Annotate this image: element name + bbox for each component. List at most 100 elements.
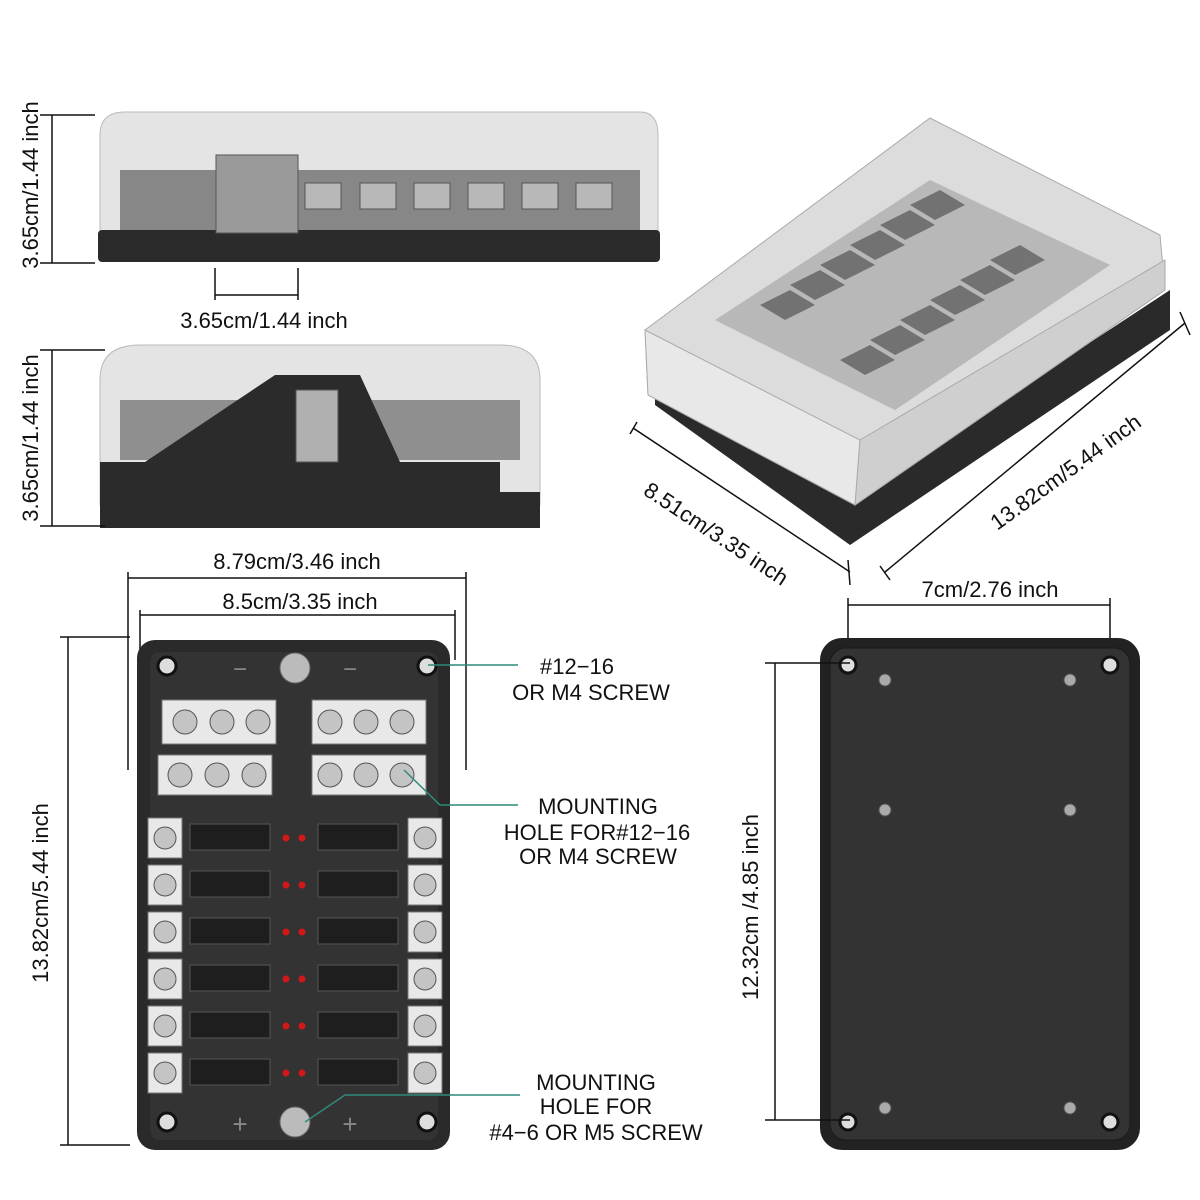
- dim-line: [632, 427, 851, 573]
- bus-screw: [389, 762, 415, 788]
- dim-line: [1179, 311, 1191, 336]
- led-indicator: [282, 881, 290, 889]
- terminal-screw: [153, 1061, 177, 1085]
- fuse-slot: [189, 823, 271, 851]
- fuse-slot: [317, 1011, 399, 1039]
- led-indicator: [298, 1069, 306, 1077]
- terminal-screw: [153, 1014, 177, 1038]
- led-indicator: [298, 1022, 306, 1030]
- callout-leader: [304, 1094, 520, 1123]
- dim-line: [629, 421, 638, 435]
- led-indicator: [282, 928, 290, 936]
- iso-fuse-slot: [880, 210, 935, 240]
- hole-spacing-width-label: 7cm/2.76 inch: [922, 577, 1059, 602]
- fuse-slot: [189, 917, 271, 945]
- terminal-screw: [413, 826, 437, 850]
- callout-top-hole-line1: #12−16: [540, 654, 614, 679]
- bus-screw: [389, 709, 415, 735]
- callout-leader: [403, 769, 518, 806]
- positive-stud: [279, 1106, 311, 1138]
- bus-screw: [353, 709, 379, 735]
- inner-width-label: 8.5cm/3.35 inch: [222, 589, 377, 614]
- isometric-view: [644, 117, 1170, 545]
- bus-screw: [317, 709, 343, 735]
- led-indicator: [298, 881, 306, 889]
- callout-top-hole-line2: OR M4 SCREW: [512, 680, 670, 705]
- mounting-hole: [1100, 655, 1120, 675]
- fuse-slot: [189, 964, 271, 992]
- bus-screw: [241, 762, 267, 788]
- callout-middle-hole-line2: HOLE FOR#12−16: [504, 820, 690, 845]
- iso-fuse-slot: [870, 325, 925, 355]
- fuse-slot: [317, 823, 399, 851]
- mounting-hole: [838, 655, 858, 675]
- fuse-slot: [317, 1058, 399, 1086]
- iso-fuse-slot: [990, 245, 1045, 275]
- iso-fuse-slot: [840, 345, 895, 375]
- terminal-screw: [413, 1014, 437, 1038]
- terminal-screw: [413, 1061, 437, 1085]
- bus-screw: [317, 762, 343, 788]
- iso-fuse-slot: [930, 285, 985, 315]
- fuse-slot: [317, 917, 399, 945]
- callout-middle-hole-line3: OR M4 SCREW: [519, 844, 677, 869]
- side-height-label-1: 3.65cm/1.44 inch: [18, 101, 43, 269]
- terminal-screw: [413, 873, 437, 897]
- iso-fuse-slot: [790, 270, 845, 300]
- negative-symbol: −: [343, 656, 357, 683]
- terminal-screw: [413, 920, 437, 944]
- fuse-slot: [317, 964, 399, 992]
- bracket-width-label: 3.65cm/1.44 inch: [180, 308, 348, 333]
- mounting-hole: [1100, 1112, 1120, 1132]
- mounting-hole: [416, 655, 438, 677]
- led-indicator: [298, 975, 306, 983]
- led-indicator: [282, 1069, 290, 1077]
- dim-line: [847, 559, 851, 586]
- fuse-slot: [189, 1011, 271, 1039]
- iso-width-label: 8.51cm/3.35 inch: [639, 477, 793, 590]
- led-indicator: [298, 928, 306, 936]
- terminal-screw: [153, 873, 177, 897]
- positive-symbol: +: [342, 1109, 357, 1139]
- bus-screw: [172, 709, 198, 735]
- terminal-screw: [153, 967, 177, 991]
- led-indicator: [298, 834, 306, 842]
- iso-fuse-slot: [820, 250, 875, 280]
- led-indicator: [282, 975, 290, 983]
- hole-spacing-length-label: 12.32cm /4.85 inch: [738, 814, 763, 1000]
- terminal-screw: [153, 920, 177, 944]
- iso-fuse-slot: [900, 305, 955, 335]
- dim-line: [884, 322, 1186, 573]
- bus-screw: [245, 709, 271, 735]
- led-indicator: [282, 834, 290, 842]
- iso-fuse-slot: [850, 230, 905, 260]
- callout-bottom-hole-line1: MOUNTING: [536, 1070, 656, 1095]
- front-view-panel: − − + +: [137, 640, 450, 1150]
- fuse-slot: [189, 1058, 271, 1086]
- mounting-hole: [156, 655, 178, 677]
- callout-bottom-hole-line2: HOLE FOR: [540, 1094, 652, 1119]
- positive-symbol: +: [232, 1109, 247, 1139]
- fuse-slot: [317, 870, 399, 898]
- iso-fuse-slot: [760, 290, 815, 320]
- dim-line: [879, 565, 891, 581]
- mounting-hole: [156, 1111, 178, 1133]
- mounting-hole: [838, 1112, 858, 1132]
- side-view-long: [98, 111, 660, 262]
- iso-fuse-slot: [910, 190, 965, 220]
- callout-bottom-hole-line3: #4−6 OR M5 SCREW: [489, 1120, 703, 1145]
- back-view-plate: [820, 638, 1140, 1150]
- negative-symbol: −: [233, 656, 247, 683]
- overall-width-label: 8.79cm/3.46 inch: [213, 549, 381, 574]
- bus-screw: [204, 762, 230, 788]
- front-length-label: 13.82cm/5.44 inch: [28, 803, 53, 983]
- negative-stud: [279, 652, 311, 684]
- side-height-label-2: 3.65cm/1.44 inch: [18, 354, 43, 522]
- fuse-slot: [189, 870, 271, 898]
- bus-screw: [209, 709, 235, 735]
- bus-screw: [167, 762, 193, 788]
- bus-screw: [353, 762, 379, 788]
- terminal-screw: [153, 826, 177, 850]
- terminal-screw: [413, 967, 437, 991]
